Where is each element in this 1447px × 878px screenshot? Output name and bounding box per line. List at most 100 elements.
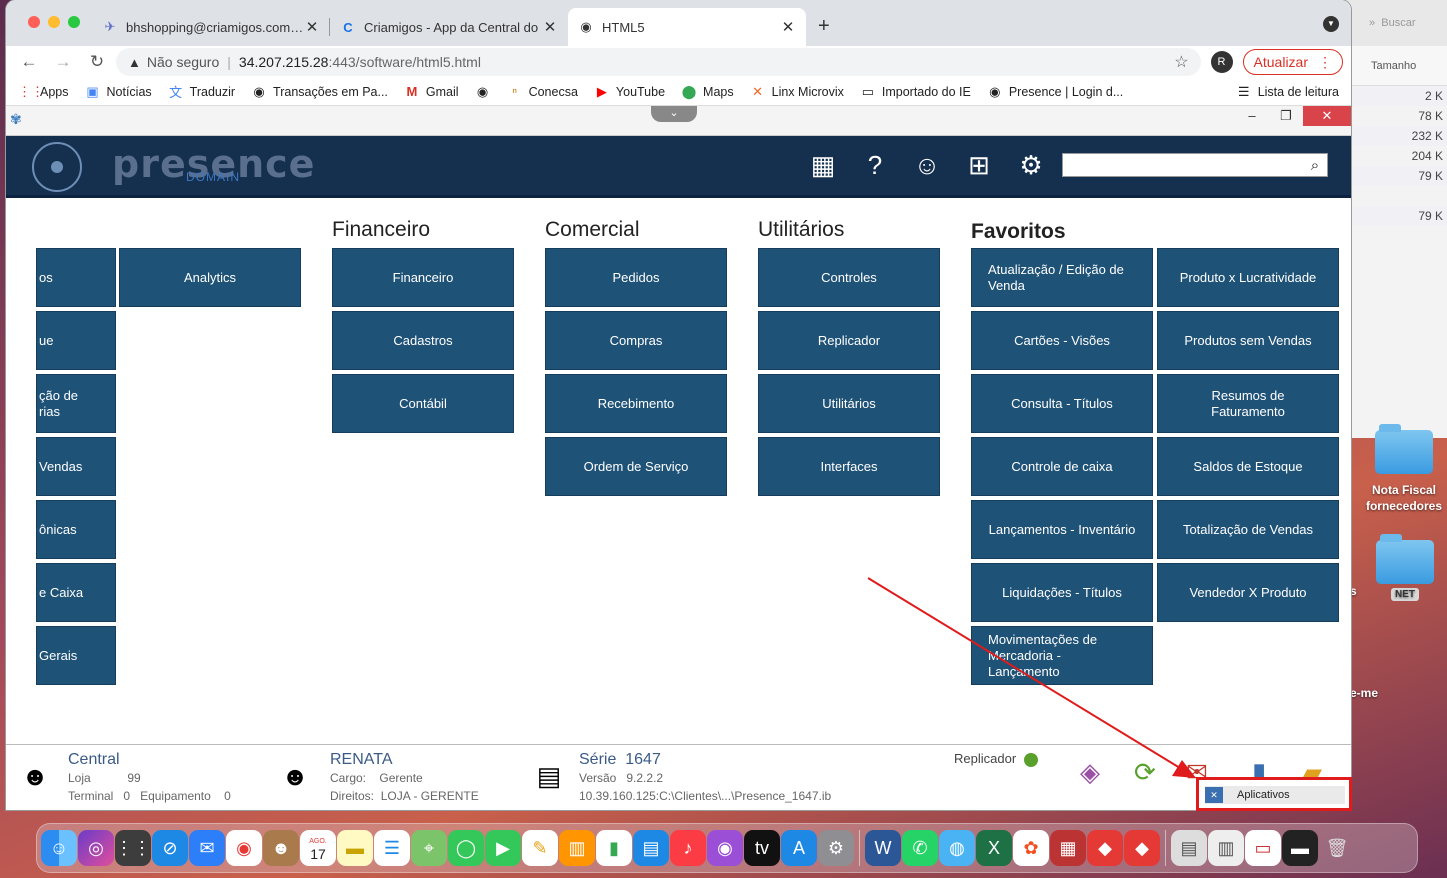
books-icon[interactable]: ▥	[559, 830, 595, 866]
podcasts-icon[interactable]: ◉	[707, 830, 743, 866]
bookmark-star-icon[interactable]: ☆	[1174, 54, 1189, 71]
excel-icon[interactable]: X	[976, 830, 1012, 866]
mail-icon[interactable]: ✉	[189, 830, 225, 866]
document-thumb-icon[interactable]: ▬	[1282, 830, 1318, 866]
bookmark-linx[interactable]: ✕Linx Microvix	[750, 84, 844, 100]
chevron-down-icon[interactable]: ⌄	[651, 106, 697, 122]
calendar-icon[interactable]: AGO.17	[300, 830, 336, 866]
help-chat-icon[interactable]: ?	[867, 150, 883, 180]
users-group-icon[interactable]: ☺	[913, 150, 941, 180]
tile-favorito[interactable]: Produto x Lucratividade	[1157, 248, 1339, 307]
network-icon[interactable]: ⊞	[968, 150, 990, 180]
tile-cadastros[interactable]: Cadastros	[332, 311, 514, 370]
network-utility-icon[interactable]: ◍	[939, 830, 975, 866]
bookmark-maps[interactable]: ⬤Maps	[681, 83, 734, 99]
close-window-icon[interactable]	[28, 16, 40, 28]
maps-icon[interactable]: ⌖	[411, 830, 447, 866]
anydesk-icon[interactable]: ◆	[1087, 830, 1123, 866]
tile-controles[interactable]: Controles	[758, 248, 940, 307]
tab-html5[interactable]: ◉ HTML5 ✕	[568, 8, 806, 46]
facetime-icon[interactable]: ▶	[485, 830, 521, 866]
tile-favorito[interactable]: Totalização de Vendas	[1157, 500, 1339, 559]
messages-icon[interactable]: ◯	[448, 830, 484, 866]
close-tab-icon[interactable]: ✕	[781, 19, 795, 36]
sync-icon[interactable]: ⟳	[1134, 757, 1156, 787]
whatsapp-icon[interactable]: ✆	[902, 830, 938, 866]
tile-pedidos[interactable]: Pedidos	[545, 248, 727, 307]
bookmark-noticias[interactable]: ▣Notícias	[86, 83, 152, 99]
reading-list[interactable]: ☰Lista de leitura	[1236, 84, 1339, 100]
new-tab-button[interactable]: +	[818, 15, 830, 37]
bookmark-presence[interactable]: ◉Presence | Login d...	[987, 84, 1123, 100]
office-icon[interactable]: ✿	[1013, 830, 1049, 866]
minimize-icon[interactable]: –	[1248, 108, 1256, 123]
desktop-folder-nota-fiscal[interactable]: Nota Fiscal fornecedores	[1362, 424, 1446, 514]
tile-favorito[interactable]: Produtos sem Vendas	[1157, 311, 1339, 370]
tile-favorito[interactable]: Resumos de Faturamento	[1157, 374, 1339, 433]
close-tab-icon[interactable]: ✕	[305, 19, 319, 36]
tile-ordem-servico[interactable]: Ordem de Serviço	[545, 437, 727, 496]
tile-interfaces[interactable]: Interfaces	[758, 437, 940, 496]
search-icon[interactable]: ⌕	[1310, 156, 1320, 174]
menu-tile[interactable]: ção de rias	[36, 374, 116, 433]
music-icon[interactable]: ♪	[670, 830, 706, 866]
siri-icon[interactable]: ◎	[78, 830, 114, 866]
finder-search[interactable]: Buscar	[1381, 17, 1416, 29]
forward-arrow-icon[interactable]: →	[54, 52, 72, 71]
address-bar[interactable]: ▲ Não seguro | 34.207.215.28:443/softwar…	[116, 48, 1201, 76]
zoom-window-icon[interactable]	[68, 16, 80, 28]
launchpad-icon[interactable]: ⋮⋮	[115, 830, 151, 866]
menu-tile[interactable]: ônicas	[36, 500, 116, 559]
restore-icon[interactable]: ❐	[1280, 108, 1292, 123]
tab-criamigos[interactable]: C Criamigos - App da Central do ✕	[330, 8, 568, 46]
tile-favorito[interactable]: Movimentações de Mercadoria - Lançamento	[971, 626, 1153, 685]
back-arrow-icon[interactable]: ←	[20, 52, 38, 71]
tile-favorito[interactable]: Cartões - Visões	[971, 311, 1153, 370]
contacts-icon[interactable]: ☻	[263, 830, 299, 866]
menu-tile[interactable]: ue	[36, 311, 116, 370]
document-thumb-icon[interactable]: ▤	[1171, 830, 1207, 866]
close-icon[interactable]: ✕	[1303, 106, 1351, 126]
desktop-folder-net[interactable]: NET	[1368, 534, 1442, 601]
menu-tile[interactable]: e Caixa	[36, 563, 116, 622]
menu-tile[interactable]: os	[36, 248, 116, 307]
document-thumb-icon[interactable]: ▥	[1208, 830, 1244, 866]
bookmark-transacoes[interactable]: ◉Transações em Pa...	[251, 84, 388, 100]
tile-financeiro[interactable]: Financeiro	[332, 248, 514, 307]
update-button[interactable]: Atualizar⋮	[1242, 49, 1343, 75]
numbers-icon[interactable]: ▮	[596, 830, 632, 866]
app-store-icon[interactable]: A	[781, 830, 817, 866]
bookmark-importado-ie[interactable]: ▭Importado do IE	[861, 83, 971, 99]
tile-favorito[interactable]: Saldos de Estoque	[1157, 437, 1339, 496]
menu-tile[interactable]: Vendas	[36, 437, 116, 496]
bookmark-globe[interactable]: ◉	[475, 84, 491, 100]
system-preferences-icon[interactable]: ⚙	[818, 830, 854, 866]
tile-favorito[interactable]: Atualização / Edição de Venda	[971, 248, 1153, 307]
winrar-icon[interactable]: ▦	[1050, 830, 1086, 866]
tab-mail[interactable]: ✈ bhshopping@criamigos.com.br ✕	[92, 8, 330, 46]
finder-column-header[interactable]: Tamanho	[1341, 46, 1447, 86]
reload-icon[interactable]: ↻	[89, 52, 105, 71]
tile-contabil[interactable]: Contábil	[332, 374, 514, 433]
minimize-window-icon[interactable]	[48, 16, 60, 28]
bookmark-youtube[interactable]: ▶YouTube	[594, 84, 665, 100]
tile-favorito[interactable]: Consulta - Títulos	[971, 374, 1153, 433]
tile-analytics[interactable]: Analytics	[119, 248, 301, 307]
tab-search-icon[interactable]: ▼	[1323, 16, 1339, 32]
tile-favorito[interactable]: Lançamentos - Inventário	[971, 500, 1153, 559]
menu-tile[interactable]: Gerais	[36, 626, 116, 685]
reminders-icon[interactable]: ☰	[374, 830, 410, 866]
app-search-input[interactable]	[1063, 155, 1303, 175]
profile-avatar[interactable]: R	[1210, 51, 1233, 73]
tile-favorito[interactable]: Vendedor X Produto	[1157, 563, 1339, 622]
finder-icon[interactable]: ☺	[41, 830, 77, 866]
tile-utilitarios[interactable]: Utilitários	[758, 374, 940, 433]
aplicativos-tooltip[interactable]: ✕Aplicativos	[1205, 786, 1345, 804]
freeform-icon[interactable]: ✎	[522, 830, 558, 866]
close-tab-icon[interactable]: ✕	[543, 19, 557, 36]
tile-compras[interactable]: Compras	[545, 311, 727, 370]
news-icon[interactable]: ▦	[810, 150, 836, 180]
